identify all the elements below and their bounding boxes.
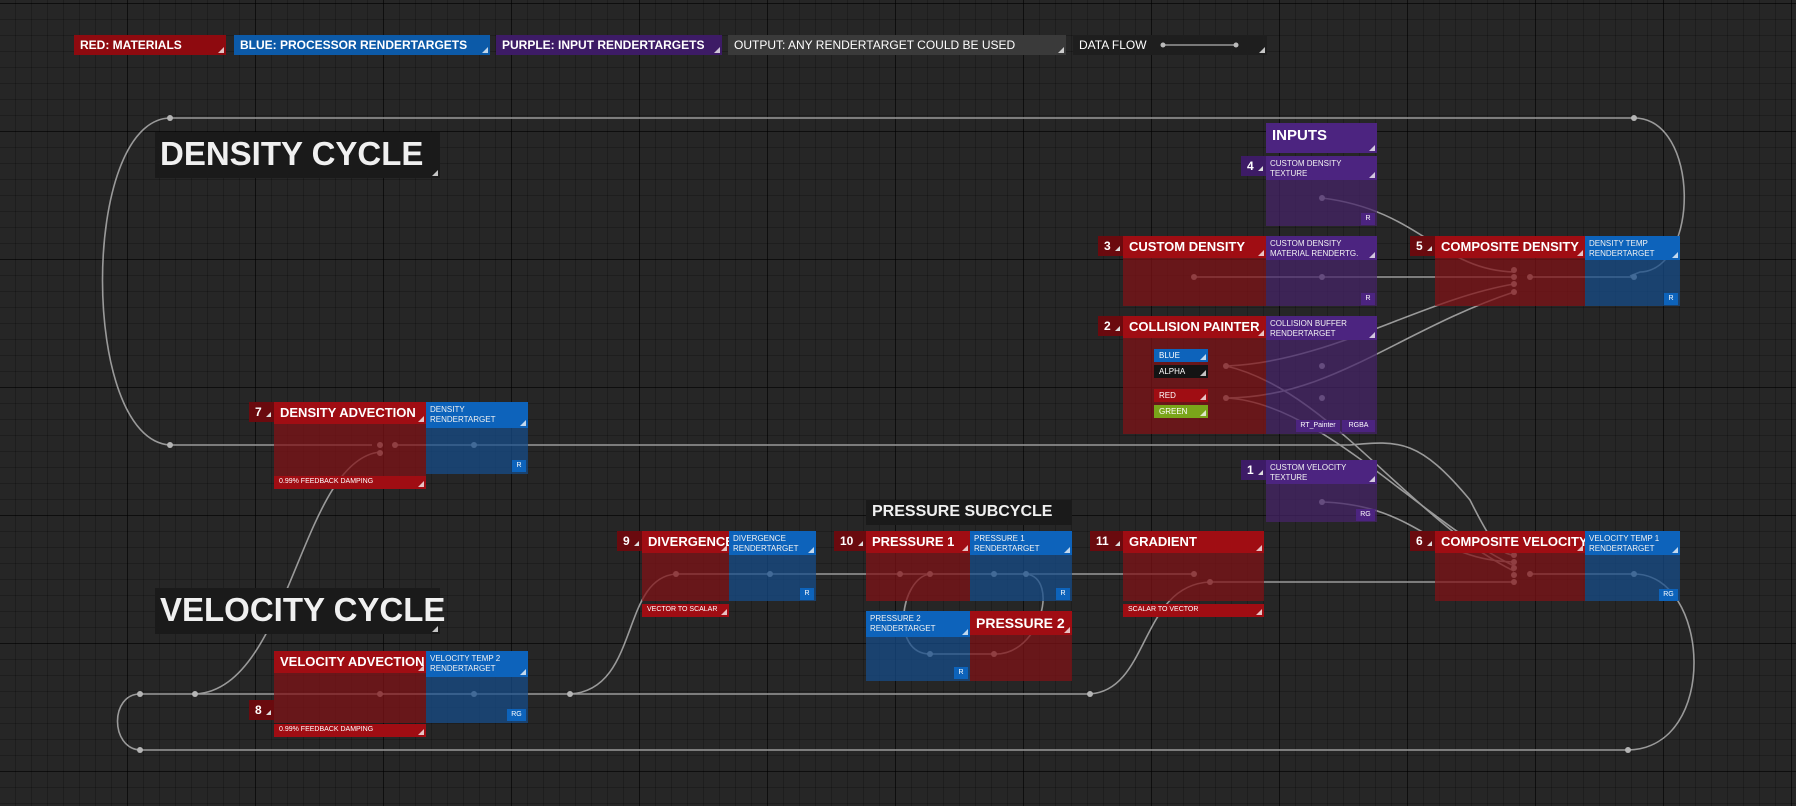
- legend-output: OUTPUT: ANY RENDERTARGET COULD BE USED: [728, 35, 1066, 55]
- format-tag: R: [1361, 213, 1375, 225]
- format-tag: RG: [507, 709, 526, 721]
- format-tag: R: [1056, 588, 1070, 600]
- legend-data-flow: DATA FLOW: [1073, 35, 1267, 55]
- collision-painter-header[interactable]: COLLISION PAINTER: [1123, 316, 1266, 338]
- channel-blue[interactable]: BLUE: [1154, 349, 1208, 362]
- gradient-header[interactable]: GRADIENT: [1123, 531, 1264, 553]
- inputs-density-number: 4: [1241, 156, 1266, 176]
- divergence-target[interactable]: DIVERGENCE RENDERTARGET: [729, 531, 816, 555]
- gradient-note: SCALAR TO VECTOR: [1123, 604, 1264, 617]
- pressure1-target[interactable]: PRESSURE 1 RENDERTARGET: [970, 531, 1072, 555]
- velocity-advection-number: 8: [249, 700, 274, 720]
- velocity-temp1-target[interactable]: VELOCITY TEMP 1 RENDERTARGET: [1585, 531, 1680, 555]
- density-feedback-note: 0.99% FEEDBACK DAMPING: [274, 476, 426, 489]
- divergence-number: 9: [617, 531, 642, 551]
- velocity-cycle-title: VELOCITY CYCLE: [155, 588, 445, 634]
- rt-painter-tag: RT_Painter: [1296, 420, 1340, 432]
- velocity-advection-body: [274, 673, 426, 723]
- velocity-temp2-target[interactable]: VELOCITY TEMP 2 RENDERTARGET: [426, 651, 528, 677]
- collision-painter-number: 2: [1098, 316, 1123, 336]
- custom-density-number: 3: [1098, 236, 1123, 256]
- custom-density-texture[interactable]: CUSTOM DENSITY TEXTURE: [1266, 156, 1377, 180]
- divergence-note: VECTOR TO SCALAR: [642, 604, 729, 617]
- custom-density-target-body: [1266, 260, 1377, 306]
- pressure2-target[interactable]: PRESSURE 2 RENDERTARGET: [866, 611, 970, 637]
- pressure2-target-body: [866, 637, 970, 681]
- composite-velocity-header[interactable]: COMPOSITE VELOCITY: [1435, 531, 1588, 553]
- velocity-feedback-note: 0.99% FEEDBACK DAMPING: [274, 724, 426, 737]
- divergence-header[interactable]: DIVERGENCE: [642, 531, 734, 553]
- density-advection-header[interactable]: DENSITY ADVECTION: [274, 402, 426, 424]
- velocity-advection-header[interactable]: VELOCITY ADVECTION: [274, 651, 426, 673]
- density-temp-target[interactable]: DENSITY TEMP RENDERTARGET: [1585, 236, 1680, 260]
- gradient-body: [1123, 553, 1264, 601]
- pressure2-body: [970, 635, 1072, 681]
- divergence-body: [642, 553, 729, 601]
- format-tag: R: [800, 588, 814, 600]
- pressure1-body: [866, 553, 970, 601]
- composite-velocity-number: 6: [1410, 531, 1435, 551]
- density-advection-number: 7: [249, 402, 274, 422]
- legend-blue: BLUE: PROCESSOR RENDERTARGETS: [234, 35, 490, 55]
- format-tag: R: [1361, 293, 1375, 305]
- collision-buffer-target[interactable]: COLLISION BUFFER RENDERTARGET: [1266, 316, 1377, 340]
- legend-flow-label: DATA FLOW: [1079, 38, 1147, 52]
- format-tag: R: [512, 460, 526, 472]
- format-tag: R: [1664, 293, 1678, 305]
- composite-velocity-body: [1435, 553, 1585, 601]
- pressure-subcycle-title: PRESSURE SUBCYCLE: [866, 500, 1072, 525]
- custom-density-target[interactable]: CUSTOM DENSITY MATERIAL RENDERTG.: [1266, 236, 1377, 260]
- legend-red: RED: MATERIALS: [74, 35, 226, 55]
- pressure1-target-body: [970, 555, 1072, 601]
- custom-velocity-number: 1: [1241, 460, 1266, 480]
- composite-density-header[interactable]: COMPOSITE DENSITY: [1435, 236, 1585, 258]
- custom-velocity-texture[interactable]: CUSTOM VELOCITY TEXTURE: [1266, 460, 1377, 484]
- density-target-body: [426, 428, 528, 474]
- density-cycle-title: DENSITY CYCLE: [155, 132, 440, 178]
- custom-density-body: [1123, 258, 1266, 306]
- custom-density-texture-body: [1266, 180, 1377, 226]
- channel-alpha[interactable]: ALPHA: [1154, 365, 1208, 378]
- format-tag: RG: [1659, 589, 1678, 601]
- pressure1-header[interactable]: PRESSURE 1: [866, 531, 970, 553]
- collision-buffer-body: [1266, 340, 1377, 434]
- composite-density-number: 5: [1410, 236, 1435, 256]
- format-tag: RG: [1356, 509, 1375, 521]
- density-advection-body: [274, 424, 426, 476]
- density-target[interactable]: DENSITY RENDERTARGET: [426, 402, 528, 428]
- pressure1-number: 10: [834, 531, 866, 551]
- custom-density-header[interactable]: CUSTOM DENSITY: [1123, 236, 1266, 258]
- composite-density-body: [1435, 258, 1585, 306]
- channel-red[interactable]: RED: [1154, 389, 1208, 402]
- inputs-header: INPUTS: [1266, 123, 1377, 153]
- legend-flow-icon: [1160, 42, 1239, 48]
- format-tag: R: [954, 667, 968, 679]
- gradient-number: 11: [1090, 531, 1123, 551]
- pressure2-header[interactable]: PRESSURE 2: [970, 611, 1072, 635]
- rgba-tag: RGBA: [1342, 420, 1375, 432]
- channel-green[interactable]: GREEN: [1154, 405, 1208, 418]
- legend-purple: PURPLE: INPUT RENDERTARGETS: [496, 35, 722, 55]
